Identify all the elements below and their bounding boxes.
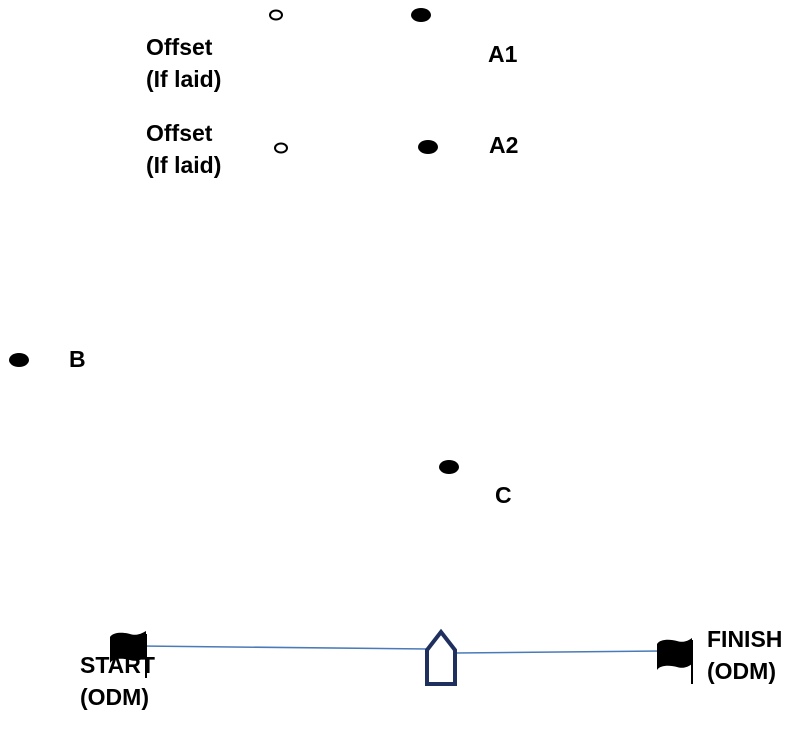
mark-a1: [411, 8, 431, 22]
offset-mark-upper: [269, 9, 283, 21]
committee-boat-icon: [425, 628, 457, 686]
mark-c-label: C: [495, 482, 512, 508]
offset-label-upper: Offset (If laid): [146, 31, 221, 95]
offset-label-lower: Offset (If laid): [146, 117, 221, 181]
start-flag-icon: [110, 631, 147, 678]
start-label-line1: START: [80, 652, 155, 678]
mark-b: [9, 353, 29, 367]
start-label-line2: (ODM): [80, 684, 149, 710]
start-finish-line-right: [455, 650, 663, 654]
offset-label-lower-line1: Offset: [146, 120, 213, 146]
offset-label-upper-line1: Offset: [146, 34, 213, 60]
finish-flag-icon: [657, 638, 693, 684]
start-label: START (ODM): [80, 649, 155, 713]
finish-label-line1: FINISH: [707, 626, 783, 652]
offset-label-upper-line2: (If laid): [146, 66, 222, 92]
mark-a1-label: A1: [488, 41, 518, 67]
finish-label-line2: (ODM): [707, 658, 776, 684]
mark-a2-label: A2: [489, 132, 519, 158]
offset-mark-lower: [274, 142, 288, 154]
mark-a2: [418, 140, 438, 154]
offset-label-lower-line2: (If laid): [146, 152, 222, 178]
mark-b-label: B: [69, 346, 86, 372]
mark-c: [439, 460, 459, 474]
start-finish-line: [139, 645, 429, 650]
finish-label: FINISH (ODM): [707, 623, 782, 687]
